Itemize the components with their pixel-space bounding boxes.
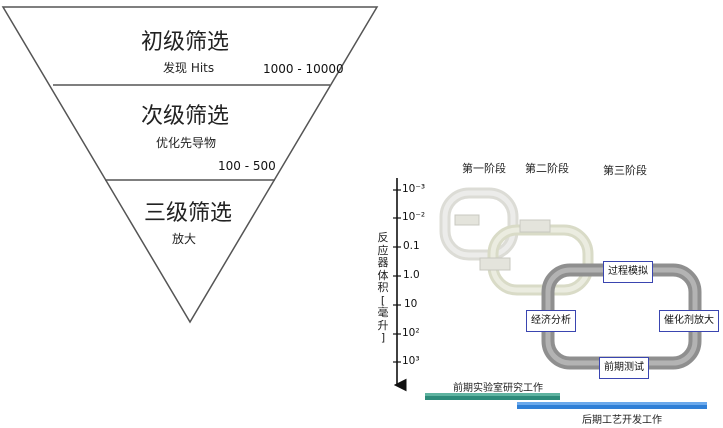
stage-label-3: 第三阶段 xyxy=(603,164,647,177)
tier2-title: 次级筛选 xyxy=(141,104,230,129)
axis-tick-label: 10³ xyxy=(402,355,420,367)
tier2-subtitle: 优化先导物 xyxy=(156,136,217,150)
early-lab-bar-label: 前期实验室研究工作 xyxy=(453,383,543,394)
loop-connector xyxy=(479,257,511,271)
tier1-range: 1000 - 10000 xyxy=(263,62,344,76)
tier2-range: 100 - 500 xyxy=(218,159,276,173)
stage1-loop-highlight xyxy=(442,190,516,258)
axis-ticks xyxy=(393,189,401,363)
economic-analysis-box: 经济分析 xyxy=(526,310,576,332)
axis-tick-label: 10⁻² xyxy=(402,211,426,223)
axis-tick-label: 0.1 xyxy=(403,240,420,252)
tier3-title: 三级筛选 xyxy=(144,201,233,226)
loop-connector xyxy=(454,214,480,226)
tier1-subtitle: 发现 Hits xyxy=(163,61,215,75)
early-testing-box: 前期测试 xyxy=(599,357,649,379)
late-process-bar-label: 后期工艺开发工作 xyxy=(582,415,662,426)
stage-label-1: 第一阶段 xyxy=(462,162,506,175)
catalyst-scaleup-box: 催化剂放大 xyxy=(659,310,719,332)
tier3-subtitle: 放大 xyxy=(172,232,197,246)
axis-tick-label: 1.0 xyxy=(403,269,420,281)
early-lab-bar-shade xyxy=(425,393,560,396)
late-process-bar-shade xyxy=(517,402,707,405)
screening-funnel xyxy=(1,6,379,324)
axis-tick-label: 10 xyxy=(404,298,418,310)
stage-label-2: 第二阶段 xyxy=(525,162,569,175)
early-lab-bar xyxy=(425,393,560,400)
loop-connector xyxy=(519,219,551,233)
late-process-bar xyxy=(517,402,707,409)
axis-tick-label: 10² xyxy=(402,327,420,339)
process-simulation-box: 过程模拟 xyxy=(603,261,653,283)
axis-title: 反应器体积[毫升] xyxy=(377,231,389,344)
tier1-title: 初级筛选 xyxy=(141,30,230,55)
axis-tick-label: 10⁻³ xyxy=(402,183,426,195)
